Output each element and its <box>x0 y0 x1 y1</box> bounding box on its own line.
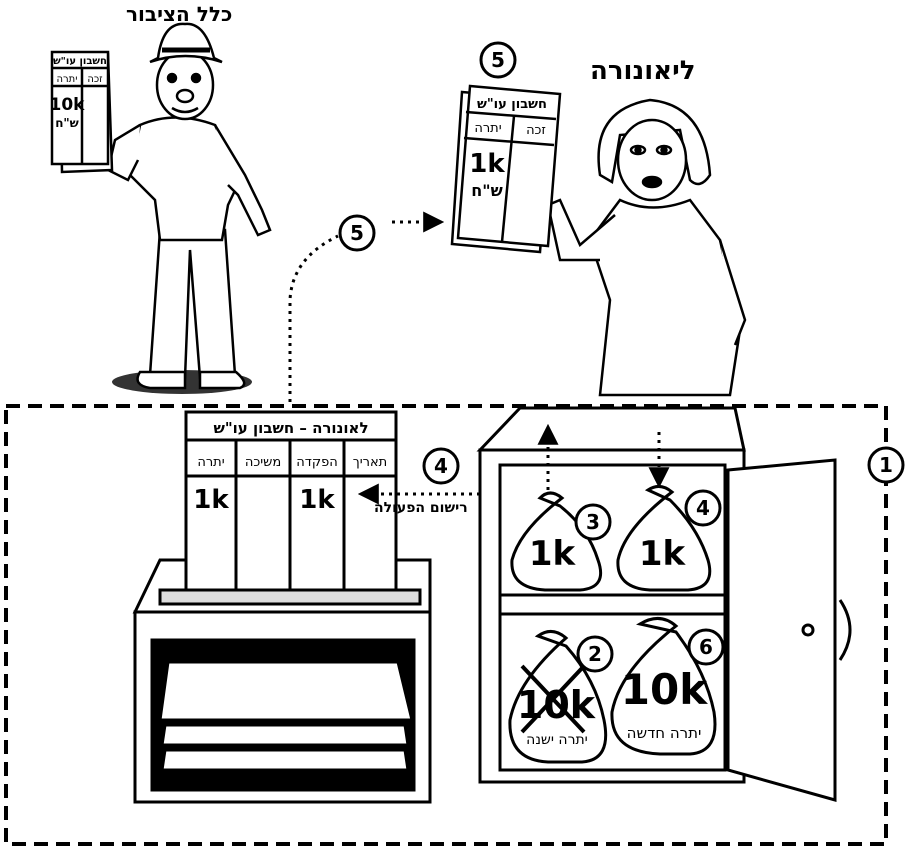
leonora-label: ליאונורה <box>590 56 696 86</box>
leonora-card-amount: 1k <box>469 149 505 179</box>
ledger-sheet <box>184 410 398 592</box>
bag6-caption: יתרה חדשה <box>627 724 702 742</box>
public-card-amount: 10k <box>50 95 86 115</box>
bag-3 <box>510 491 603 592</box>
step-3: 3 <box>586 510 600 534</box>
bank-boundary <box>4 404 888 846</box>
step-circle-2 <box>576 635 614 673</box>
bag3-value: 1k <box>529 534 577 574</box>
ledger-balance-value: 1k <box>193 485 229 515</box>
ledger-col-balance: יתרה <box>197 455 224 470</box>
step-5a: 5 <box>491 48 505 72</box>
public-card-col-right: זכה <box>87 74 103 85</box>
leonora-figure <box>546 98 747 397</box>
leonora-card-title: חשבון עו"ש <box>477 97 547 112</box>
step-circle-4a <box>422 447 460 485</box>
step-circle-6 <box>687 628 725 666</box>
step-6: 6 <box>699 635 713 659</box>
ledger-col-deposit: הפקדה <box>296 455 337 470</box>
step-4b: 4 <box>696 496 710 520</box>
bag2-caption: יתרה ישנה <box>526 732 588 748</box>
step-1: 1 <box>879 453 893 477</box>
printer <box>132 558 432 804</box>
ledger-col-withdraw: משיכה <box>245 455 281 470</box>
step-circle-3 <box>574 503 612 541</box>
ledger-deposit-value: 1k <box>299 485 335 515</box>
step-circle-5a <box>479 41 517 79</box>
public-card-col-left: יתרה <box>57 74 78 85</box>
leonora-card-col-right: זכה <box>526 123 546 138</box>
step-circle-5b <box>338 214 376 252</box>
public-figure <box>106 22 272 394</box>
leonora-card-sheet <box>450 84 562 254</box>
bag-4 <box>616 485 712 592</box>
bag4-value: 1k <box>639 534 687 574</box>
bag6-value: 10k <box>621 665 708 714</box>
cancel-cross <box>520 664 586 734</box>
step-4a: 4 <box>434 454 448 478</box>
publish-arrow-path <box>288 234 339 402</box>
leonora-card-col-left: יתרה <box>474 121 501 136</box>
ledger-col-date: תאריך <box>353 455 387 470</box>
public-label: כלל הציבור <box>126 2 233 26</box>
step-2: 2 <box>588 642 602 666</box>
public-card-title: חשבון עו"ש <box>53 56 107 67</box>
leonora-card-currency: ש"ח <box>471 181 502 200</box>
step-circle-1 <box>867 446 905 484</box>
step-5b: 5 <box>350 221 364 245</box>
step-circle-4b <box>684 489 722 527</box>
bag2-value: 10k <box>517 683 596 727</box>
ledger-title: לאונורה – חשבון עו"ש <box>213 419 368 437</box>
public-card-currency: ש"ח <box>55 116 79 130</box>
public-card-sheet <box>50 50 114 174</box>
action-record-label: רישום הפעולה <box>374 500 468 516</box>
